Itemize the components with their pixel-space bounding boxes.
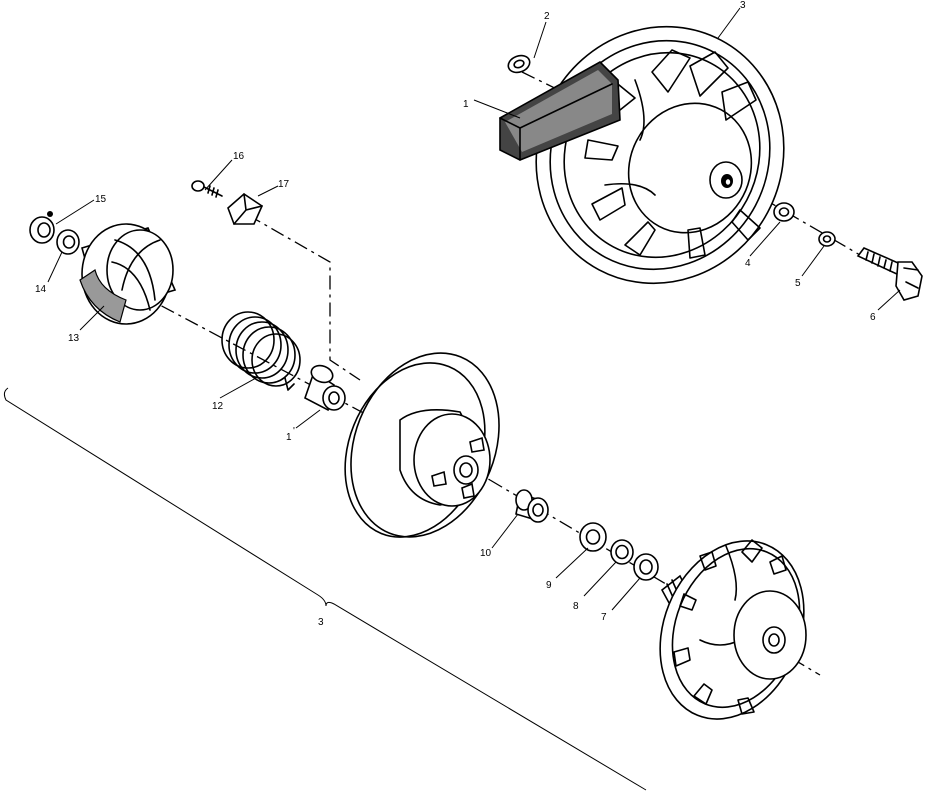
roller-button-17 bbox=[227, 192, 264, 225]
callout-8: 8 bbox=[573, 601, 579, 612]
callout-14: 14 bbox=[35, 284, 47, 295]
sheave-cooling-fins bbox=[584, 49, 761, 259]
callout-17: 17 bbox=[278, 179, 290, 190]
washer-4 bbox=[773, 202, 795, 222]
callout-7: 7 bbox=[601, 612, 607, 623]
leader-lines bbox=[47, 7, 901, 611]
callout-6: 6 bbox=[870, 312, 876, 323]
callout-labels: 1 2 3 4 5 6 15 14 13 16 17 12 1 ' 10 9 8… bbox=[35, 0, 876, 628]
bolt-6 bbox=[856, 247, 923, 301]
washer-9 bbox=[579, 522, 607, 552]
callout-16: 16 bbox=[233, 151, 245, 162]
callout-3-bracket: 3 bbox=[318, 617, 324, 628]
callout-1: 1 bbox=[463, 99, 469, 110]
bushing-10 bbox=[515, 489, 549, 523]
callout-5: 5 bbox=[795, 278, 801, 289]
callout-1-prime-mark: ' bbox=[293, 426, 295, 437]
callout-10: 10 bbox=[480, 548, 492, 559]
callout-3: 3 bbox=[740, 0, 746, 11]
washer-7 bbox=[633, 553, 659, 581]
callout-4: 4 bbox=[745, 258, 751, 269]
pin-16 bbox=[191, 180, 223, 198]
callout-13: 13 bbox=[68, 333, 80, 344]
callout-9: 9 bbox=[546, 580, 552, 591]
callout-12: 12 bbox=[212, 401, 224, 412]
callout-1-prime: 1 bbox=[286, 432, 292, 443]
washer-8 bbox=[610, 539, 634, 565]
bushing-11 bbox=[304, 364, 346, 412]
fixed-sheave bbox=[659, 539, 807, 720]
snap-ring-15 bbox=[29, 211, 55, 244]
spring-12 bbox=[221, 311, 301, 391]
washer-14 bbox=[56, 229, 80, 255]
lock-washer-5 bbox=[818, 231, 836, 247]
movable-sheave bbox=[344, 352, 500, 538]
drive-sheave-assembly bbox=[535, 25, 785, 285]
callout-2: 2 bbox=[544, 11, 550, 22]
assembly-bracket-3 bbox=[3, 387, 647, 791]
callout-15: 15 bbox=[95, 194, 107, 205]
helix-cam-13 bbox=[79, 223, 177, 325]
drive-belt bbox=[499, 61, 621, 161]
washer-2 bbox=[507, 54, 531, 74]
